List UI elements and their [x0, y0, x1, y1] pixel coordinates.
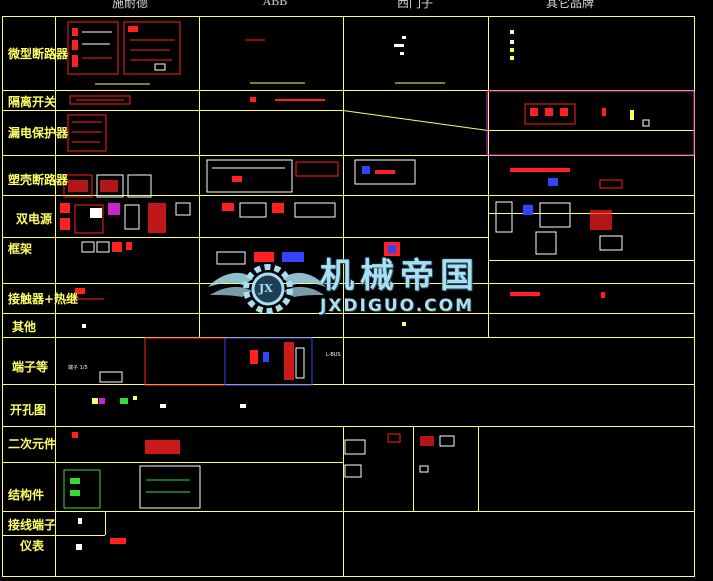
row-label-isolator: 隔离开关 — [8, 95, 57, 109]
watermark-title: 机械帝国 — [320, 256, 480, 296]
terminal-block-meter-drawings — [76, 518, 126, 550]
row-label-mccb: 塑壳断路器 — [8, 173, 69, 187]
column-header-other: 其它品牌 — [545, 0, 594, 10]
isolator-rcd-drawings — [67, 90, 695, 156]
terminal-inline-label: 端子 1/5 — [68, 365, 88, 371]
column-header-abb: ABB — [262, 0, 288, 8]
watermark-badge: JX — [259, 282, 273, 295]
row-label-rcd: 漏电保护器 — [8, 126, 69, 140]
row-label-acb: 框架 — [8, 242, 33, 256]
row-label-terminal-block: 接线端子 — [8, 518, 57, 532]
structural-part-drawings — [63, 465, 201, 509]
row-label-meter: 仪表 — [20, 539, 45, 553]
row-label-terminals: 端子等 — [12, 360, 49, 374]
watermark-url: JXDIGUO.COM — [320, 296, 475, 316]
row-label-structural: 结构件 — [8, 488, 45, 502]
contactor-drawings — [68, 288, 605, 328]
row-label-ats: 双电源 — [16, 212, 53, 226]
row-label-secondary: 二次元件 — [8, 437, 57, 451]
column-header-schneider: 施耐德 — [111, 0, 148, 10]
cutout-drawings — [92, 396, 246, 408]
mccb-drawings — [63, 159, 623, 198]
row-label-micro-breaker: 微型断路器 — [8, 47, 69, 61]
row-label-cutout: 开孔图 — [10, 403, 47, 417]
watermark: 机械帝国 JXDIGUO.COM — [320, 258, 480, 316]
secondary-element-drawings — [72, 432, 455, 478]
table-grid — [2, 16, 695, 577]
column-header-siemens: 西门子 — [396, 0, 433, 10]
row-label-other: 其他 — [12, 320, 37, 334]
watermark-gear-icon — [208, 264, 326, 314]
acb-drawings — [81, 241, 400, 265]
micro-breaker-drawings — [67, 21, 514, 85]
terminal-drawings — [99, 337, 313, 386]
row-label-contactor: 接触器+热继 — [8, 292, 79, 306]
ats-drawings — [60, 201, 623, 255]
lbus-inline-label: L-BUS — [326, 352, 341, 358]
